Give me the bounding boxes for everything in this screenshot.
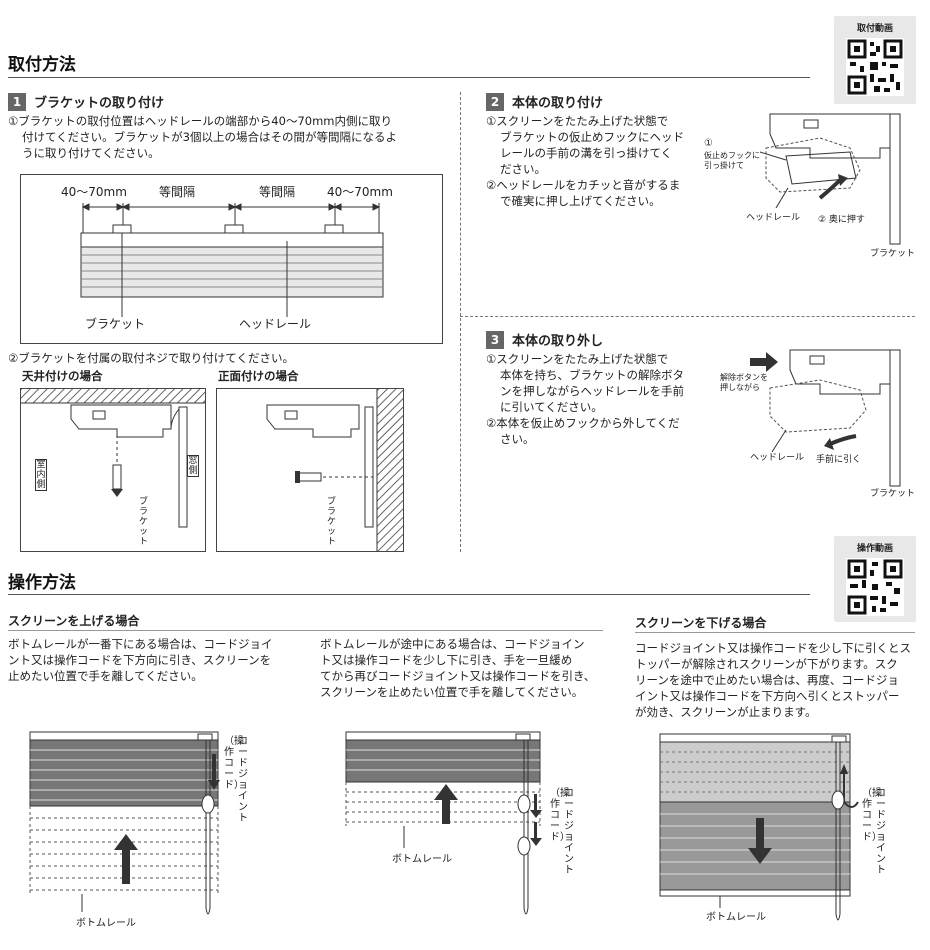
label-window: 窓側 [187, 455, 199, 477]
vertical-separator [460, 92, 461, 552]
step1-number: 1 [8, 92, 26, 111]
lower-text-line: トッパーが解除されスクリーンが下がります。スク [635, 657, 898, 671]
step1-line: うに取り付けてください。 [22, 146, 160, 160]
lower-text-line: リーンを途中で止めたい場合は、再度、コードジョ [635, 673, 899, 687]
step2-line: ブラケットの仮止めフックにヘッド [500, 130, 684, 144]
raise-text2: ボトムレールが途中にある場合は、コードジョイン ト又は操作コードを少し下に引き、… [320, 636, 610, 700]
operation-qr[interactable]: 操作動画 [834, 536, 916, 622]
raise-text2-line: てから再びコードジョイント又は操作コードを引き、 [320, 669, 596, 683]
raise-text2-line: ボトムレールが途中にある場合は、コードジョイン [320, 637, 585, 651]
dim-right: 40〜70mm [327, 185, 393, 199]
step3-line: ンを押しながらヘッドレールを手前 [500, 384, 684, 398]
step2-bracket-label: ブラケット [870, 249, 916, 259]
bottom-rail-label: ボトムレール [392, 854, 452, 865]
step1-text: ①ブラケットの取付位置はヘッドレールの端部から40〜70mm内側に取り 付けてく… [8, 113, 448, 161]
operation-qr-label: 操作動画 [856, 544, 893, 554]
dim-left: 40〜70mm [61, 185, 127, 199]
step-separator [460, 316, 915, 317]
step3-text: ①スクリーンをたたみ上げた状態で 本体を持ち、ブラケットの解除ボタ ンを押しなが… [486, 351, 701, 447]
operation-title: 操作方法 [8, 573, 76, 593]
step3-release-label1: 解除ボタンを [720, 373, 768, 382]
step3-bracket-label: ブラケット [870, 489, 916, 499]
raise-diagram-bottom: （操作コード） コードジョイント ボトムレール [26, 728, 262, 938]
front-mount-diagram: ブラケット [216, 388, 404, 552]
step1-heading: 1 ブラケットの取り付け [8, 92, 164, 111]
dim-mid1: 等間隔 [159, 185, 196, 199]
raise-diagram-middle: （操作コード） コードジョイント ボトムレール [342, 728, 582, 928]
cord-joint-label: コードジョイント [238, 736, 248, 824]
ceiling-title: 天井付けの場合 [22, 369, 103, 383]
raise-title: スクリーンを上げる場合 [8, 614, 140, 628]
step3-line: ②本体を仮止めフックから外してくだ [486, 416, 680, 430]
step3-diagram: 解除ボタンを 押しながら ヘッドレール 手前に引く ブラケット [700, 340, 920, 500]
raise-text1-line: 止めたい位置で手を離してください。 [8, 669, 203, 683]
raise-text2-line: スクリーンを止めたい位置で手を離してください。 [320, 685, 584, 699]
step3-line: 本体を持ち、ブラケットの解除ボタ [500, 368, 684, 382]
lower-title: スクリーンを下げる場合 [635, 616, 767, 630]
step2-heading: 2 本体の取り付け [486, 92, 603, 111]
lower-text-line: イント又は操作コードを下方向へ引くとストッパー [635, 689, 900, 703]
step2-hook-label2: 引っ掛けて [704, 161, 744, 170]
step2-push-label: ② 奥に押す [818, 215, 865, 225]
cord-joint-label: コードジョイント [564, 788, 574, 876]
step3-line: ①スクリーンをたたみ上げた状態で [486, 352, 669, 366]
install-qr[interactable]: 取付動画 [834, 16, 916, 104]
step2-line: ださい。 [500, 162, 546, 176]
dim-mid2: 等間隔 [259, 185, 296, 199]
step3-title: 本体の取り外し [512, 334, 604, 349]
step1-line2: ②ブラケットを付属の取付ネジで取り付けてください。 [8, 351, 294, 365]
step3-heading: 3 本体の取り外し [486, 330, 603, 349]
qr-code-icon [846, 558, 904, 616]
ceiling-mount-diagram: 室内側 窓側 ブラケット [20, 388, 206, 552]
cord-joint-label: コードジョイント [876, 788, 886, 876]
step1-line: ①ブラケットの取付位置はヘッドレールの端部から40〜70mm内側に取り [8, 114, 392, 128]
lower-diagram: （操作コード） コードジョイント ボトムレール [656, 730, 906, 936]
front-title: 正面付けの場合 [218, 369, 299, 383]
install-qr-label: 取付動画 [856, 24, 893, 34]
raise-text2-line: ト又は操作コードを少し下に引き、手を一旦緩め [320, 653, 573, 667]
step2-text: ①スクリーンをたたみ上げた状態で ブラケットの仮止めフックにヘッド レールの手前… [486, 113, 701, 209]
label-bracket-vertical-front: ブラケット [327, 497, 337, 547]
bracket-position-diagram: 40〜70mm 等間隔 等間隔 40〜70mm ブラケット ヘッドレール [20, 174, 443, 344]
lower-text-line: が効き、スクリーンが止まります。 [635, 705, 817, 719]
raise-text1-line: ボトムレールが一番下にある場合は、コードジョイ [8, 637, 273, 651]
step2-hook-label1: 仮止めフックに [704, 151, 760, 160]
bottom-rail-label: ボトムレール [76, 918, 136, 929]
lower-text-line: コードジョイント又は操作コードを少し下に引くとス [635, 641, 911, 655]
bottom-rail-label: ボトムレール [706, 912, 766, 923]
step2-line: ②ヘッドレールをカチッと音がするま [486, 178, 681, 192]
step3-line: に引いてください。 [500, 400, 603, 414]
step2-line: で確実に押し上げてください。 [500, 194, 661, 208]
lower-rule [635, 632, 915, 633]
step2-diagram: ① 仮止めフックに 引っ掛けて ヘッドレール ② 奥に押す ブラケット [700, 108, 920, 259]
cord-paren-label: （操作コード） [550, 788, 570, 843]
step2-line: ①スクリーンをたたみ上げた状態で [486, 114, 669, 128]
step3-headrail-label: ヘッドレール [750, 453, 805, 463]
step2-hook-num: ① [704, 138, 713, 149]
qr-code-icon [846, 38, 904, 96]
raise-text1-line: ント又は操作コードを下方向に引き、スクリーンを [8, 653, 272, 667]
label-bracket-vertical: ブラケット [139, 497, 149, 547]
step2-line: レールの手前の溝を引っ掛けてく [500, 146, 673, 160]
lower-text: コードジョイント又は操作コードを少し下に引くとス トッパーが解除されスクリーンが… [635, 640, 925, 720]
step1-line: 付けてください。ブラケットが3個以上の場合はその間が等間隔になるよ [22, 130, 397, 144]
step2-title: 本体の取り付け [512, 96, 604, 111]
step2-number: 2 [486, 92, 504, 111]
raise-text1: ボトムレールが一番下にある場合は、コードジョイ ント又は操作コードを下方向に引き… [8, 636, 308, 684]
step2-headrail-label: ヘッドレール [746, 213, 801, 223]
step3-number: 3 [486, 330, 504, 349]
operation-title-rule [8, 594, 810, 595]
install-title-rule [8, 77, 810, 78]
step3-pull-label: 手前に引く [816, 455, 862, 465]
step3-line: さい。 [500, 432, 535, 446]
install-title: 取付方法 [8, 55, 76, 75]
step1-title: ブラケットの取り付け [34, 96, 165, 111]
step3-release-label2: 押しながら [720, 383, 760, 392]
cord-paren-label: （操作コード） [862, 788, 882, 843]
label-indoor: 室内側 [35, 459, 47, 491]
label-bracket: ブラケット [85, 317, 146, 331]
cord-paren-label: （操作コード） [224, 736, 244, 791]
raise-rule [8, 630, 603, 631]
label-headrail: ヘッドレール [239, 317, 312, 331]
